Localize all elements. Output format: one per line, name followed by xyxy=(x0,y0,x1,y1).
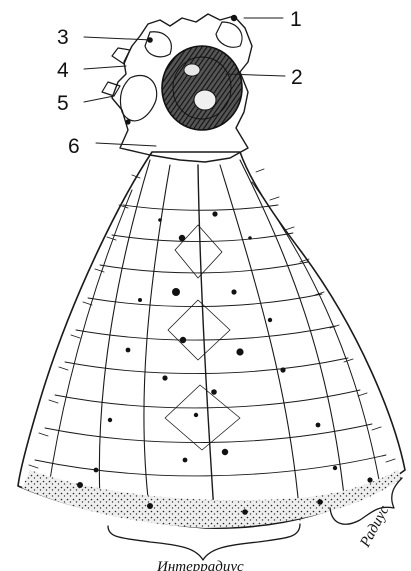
shell-plate-lines xyxy=(35,160,386,528)
label-6: 6 xyxy=(68,135,80,158)
spines-left xyxy=(29,175,140,468)
label-4: 4 xyxy=(57,59,69,82)
label-1: 1 xyxy=(290,8,302,31)
label-3: 3 xyxy=(57,26,69,49)
spines-right xyxy=(256,169,395,462)
caption-interradius: Интеррадиус xyxy=(156,559,244,571)
tubercles xyxy=(77,211,373,514)
caption-radius: Радиус xyxy=(357,503,393,551)
label-5: 5 xyxy=(57,92,69,115)
label-2: 2 xyxy=(291,66,303,89)
interradius-brace xyxy=(108,524,300,560)
